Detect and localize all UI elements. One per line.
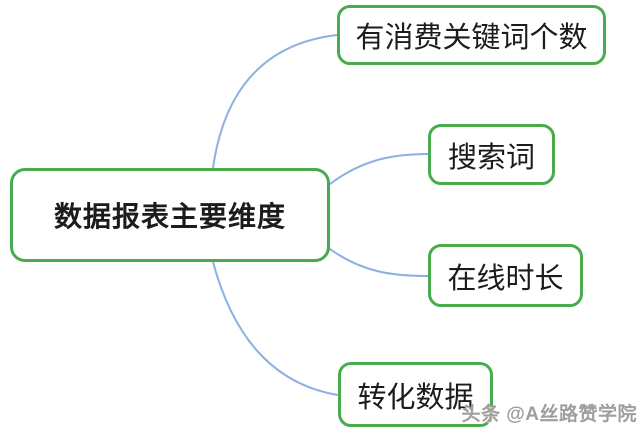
branch-node-search-terms[interactable]: 搜索词: [428, 124, 555, 185]
connector-root-to-branch-3: [329, 248, 429, 277]
branch-node-online-duration[interactable]: 在线时长: [428, 244, 583, 307]
connector-root-to-branch-2: [329, 153, 429, 185]
root-node[interactable]: 数据报表主要维度: [10, 168, 330, 262]
branch-node-conversion-data[interactable]: 转化数据: [338, 362, 493, 427]
connector-root-to-branch-4: [212, 261, 339, 396]
connector-root-to-branch-1: [212, 34, 338, 169]
root-node-label: 数据报表主要维度: [53, 201, 286, 232]
branch-node-label: 在线时长: [447, 262, 564, 295]
branch-node-label: 搜索词: [447, 141, 535, 174]
branch-node-label: 转化数据: [357, 381, 474, 414]
branch-node-label: 有消费关键词个数: [355, 22, 588, 54]
watermark-text: 头条 @A丝路赞学院: [461, 404, 637, 425]
branch-node-consumed-keyword-count[interactable]: 有消费关键词个数: [337, 5, 606, 65]
